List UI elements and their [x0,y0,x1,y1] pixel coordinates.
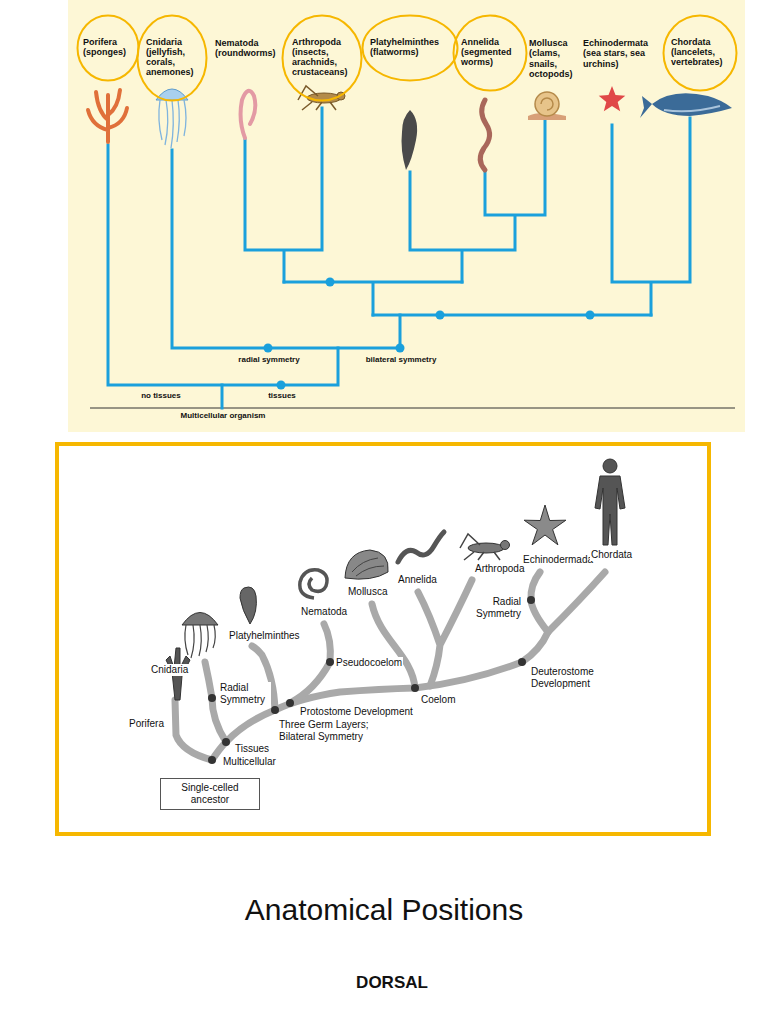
branch-label: no tissues [130,391,192,400]
taxon-name: Chordata (lancelets, vertebrates) [671,38,729,68]
branch-label: radial symmetry [223,355,315,364]
highlight-ellipse [78,15,139,80]
top-tree-dots [264,278,595,390]
top-panel [68,0,745,432]
bottom-animal-icons [166,459,625,700]
taxon-circle: Annelida (segmented worms) [452,14,528,92]
taxon-name: Platyhelminthes (flatworms) [370,38,450,58]
tree-label: Radial Symmetry [219,682,271,705]
highlight-ellipse [454,15,527,90]
tree-label: Mollusca [347,586,388,598]
tree-label: Tissues [234,743,270,755]
ancestor-box: Single-celled ancestor [160,778,260,810]
tree-label: Arthropoda [474,563,525,575]
tree-label: Chordata [590,549,633,561]
highlight-ellipse [664,15,737,90]
taxon-circle: Arthropoda (insects, arachnids, crustace… [281,14,363,102]
taxon-label: Nematoda (roundworms) [214,38,280,59]
tree-label: Multicellular [222,756,277,768]
taxon-name: Annelida (segmented worms) [461,38,519,68]
section-heading: DORSAL [292,973,492,993]
slide-title: Anatomical Positions [0,893,768,928]
taxon-name: Porifera (sponges) [83,38,133,58]
highlight-ellipse [283,15,362,100]
tree-label: Porifera [128,718,165,730]
taxon-circle: Chordata (lancelets, vertebrates) [662,14,738,92]
tree-label: Protostome Development [299,706,414,718]
taxon-name: Arthropoda (insects, arachnids, crustace… [292,38,352,78]
root-label: Multicellular organism [162,411,284,420]
tree-label: Pseudocoelom [335,657,403,669]
tree-label: Platyhelminthes [228,630,301,642]
taxon-circle: Porifera (sponges) [76,14,140,82]
taxon-circle: Cnidaria (jellyfish, corals, anemones) [136,14,208,102]
tree-label: Cnidaria [150,664,189,676]
bottom-tree-dots [208,596,535,764]
taxon-label: Mollusca (clams, snails, octopods) [528,38,580,79]
taxon-circle: Platyhelminthes (flatworms) [361,14,459,82]
taxon-name: Cnidaria (jellyfish, corals, anemones) [146,38,198,78]
box-text: Single-celled ancestor [173,782,247,806]
top-tree-lines [108,108,690,408]
tree-label: Annelida [397,574,438,586]
top-animal-icons [88,86,732,170]
branch-label: tissues [256,391,308,400]
tree-label: Three Germ Layers; Bilateral Symmetry [278,719,380,742]
highlight-ellipse [363,15,458,80]
tree-label: Nematoda [300,606,348,618]
tree-label: Radial Symmetry [470,596,522,619]
bottom-panel [57,444,709,834]
tree-label: Echinodermada [522,554,594,566]
tree-label: Coelom [420,694,456,706]
taxon-label: Echinodermata (sea stars, sea urchins) [582,38,660,69]
highlight-ellipse [138,15,207,100]
tree-label: Deuterostome Development [530,666,612,689]
branch-label: bilateral symmetry [350,355,452,364]
